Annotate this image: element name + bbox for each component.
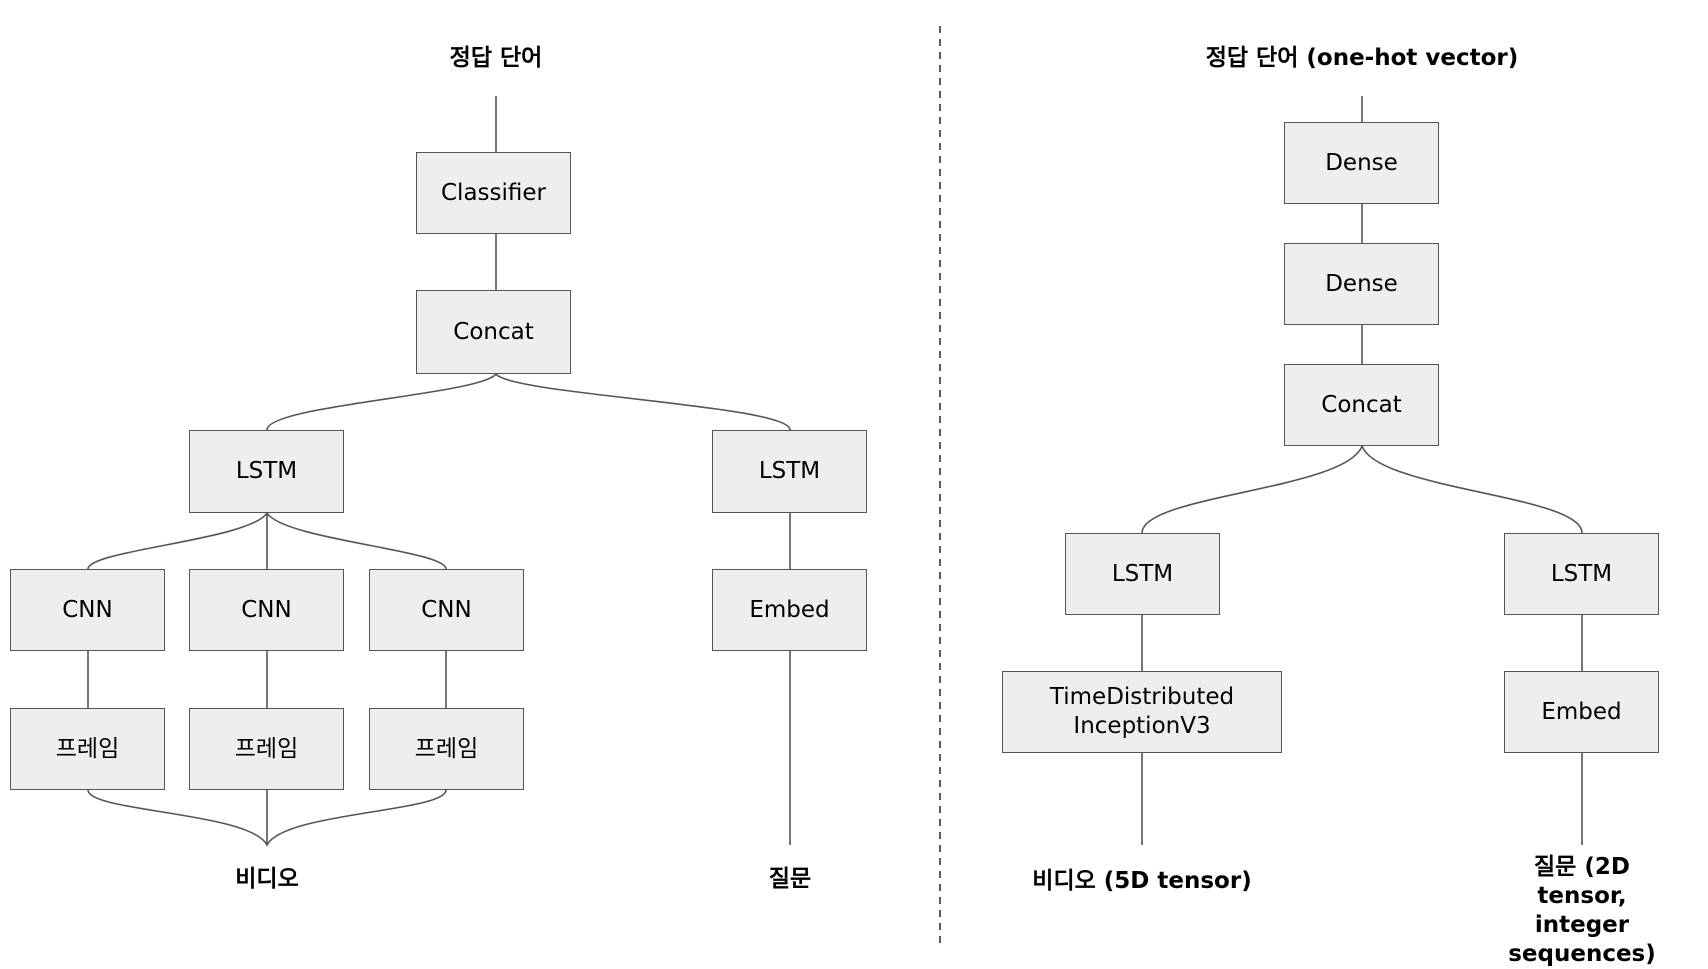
concat-right-node: Concat	[1284, 364, 1439, 446]
cnn-node: CNN	[369, 569, 524, 651]
lstm-question-right-node: LSTM	[1504, 533, 1659, 615]
embed-node: Embed	[712, 569, 867, 651]
cnn-node: CNN	[10, 569, 165, 651]
dense-top-node: Dense	[1284, 122, 1439, 204]
edge-lstms-concat-right	[1141, 443, 1583, 534]
lstm-video-node: LSTM	[189, 430, 344, 513]
cnn-node: CNN	[189, 569, 344, 651]
right-question-label: 질문 (2D tensor, integer sequences)	[1508, 854, 1656, 967]
concat-node: Concat	[416, 290, 571, 374]
left-question-label: 질문	[768, 866, 812, 892]
frame-node: 프레임	[189, 708, 344, 790]
timedistributed-inception-node: TimeDistributed InceptionV3	[1002, 671, 1282, 753]
right-video-label: 비디오 (5D tensor)	[1032, 868, 1252, 894]
lstm-question-node: LSTM	[712, 430, 867, 513]
classifier-node: Classifier	[416, 152, 571, 234]
embed-right-node: Embed	[1504, 671, 1659, 753]
left-video-label: 비디오	[235, 866, 299, 892]
edge-lstms-concat	[266, 372, 791, 431]
frame-node: 프레임	[369, 708, 524, 790]
lstm-video-right-node: LSTM	[1065, 533, 1220, 615]
left-output-label: 정답 단어	[449, 45, 543, 71]
frame-node: 프레임	[10, 708, 165, 790]
right-output-label: 정답 단어 (one-hot vector)	[1205, 45, 1519, 71]
dense-bottom-node: Dense	[1284, 243, 1439, 325]
